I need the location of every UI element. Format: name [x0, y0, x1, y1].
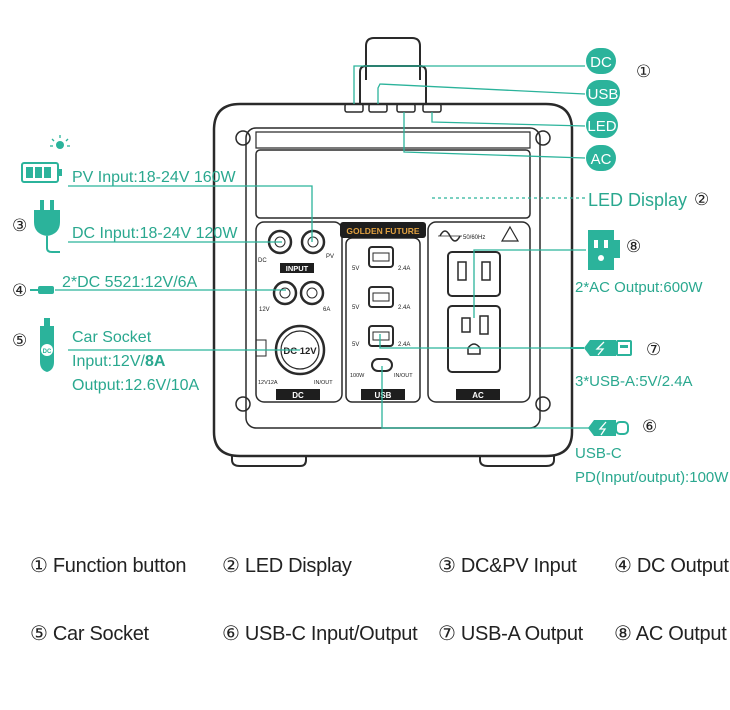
- marker-6: ⑥: [642, 417, 657, 436]
- marker-1: ①: [636, 62, 651, 81]
- marker-2: ②: [694, 190, 709, 209]
- car-charger-icon-label: DC: [43, 349, 52, 355]
- dc-in-out-label: IN/OUT: [314, 380, 333, 386]
- brand-logo: GOLDEN FUTURE: [346, 226, 420, 236]
- usb-a-cable-icon: [570, 340, 632, 356]
- marker-5: ⑤: [12, 331, 27, 350]
- car-port-label: DC 12V: [283, 346, 317, 357]
- callout-labels: PV Input:18-24V 160W DC Input:18-24V 120…: [62, 169, 729, 486]
- car-socket-title: Car Socket: [72, 329, 152, 346]
- usb-24a-label-3: 2.4A: [398, 342, 410, 348]
- dc-section-label: DC: [292, 391, 304, 400]
- dc-adapter-icon: [34, 200, 60, 253]
- hz-label: 50/60Hz: [463, 235, 485, 241]
- usb-100w-label: 100W: [350, 373, 365, 379]
- pv-input-label: PV Input:18-24V 160W: [72, 169, 237, 186]
- usb-c-cable-icon: [588, 420, 629, 436]
- legend-item-usb-c: ⑥ USB-C Input/Output: [222, 623, 418, 645]
- carry-handle: [359, 37, 427, 104]
- dc-pill-label: DC: [590, 54, 612, 71]
- callout-pills: DC USB LED AC: [586, 48, 620, 171]
- led-pill-label: LED: [587, 118, 616, 135]
- ac-panel: 50/60Hz AC: [427, 221, 531, 403]
- usb-in-out-label: IN/OUT: [394, 373, 413, 379]
- usb-5v-label-3: 5V: [352, 342, 359, 348]
- pv-port-label: PV: [326, 254, 334, 260]
- number-markers: ① ② ③ ④ ⑤ ⑥ ⑦ ⑧: [12, 62, 709, 436]
- input-section-label: INPUT: [286, 264, 309, 273]
- marker-7: ⑦: [646, 340, 661, 359]
- led-function-button[interactable]: [396, 103, 416, 113]
- marker-4: ④: [12, 281, 27, 300]
- usb-5v-label-1: 5V: [352, 266, 359, 272]
- usb-section-label: USB: [375, 391, 392, 400]
- device-body: [212, 102, 574, 467]
- usb-a-label: 3*USB-A:5V/2.4A: [575, 373, 693, 390]
- usb-24a-label-1: 2.4A: [398, 266, 410, 272]
- legend-item-car-socket: ⑤ Car Socket: [30, 623, 149, 645]
- ac-pill-label: AC: [591, 151, 612, 168]
- power-station-diagram: DC PV INPUT 12V 6A DC 12V 12V12A IN/OUT …: [12, 37, 729, 486]
- solar-battery-icon: [21, 135, 70, 183]
- marker-8: ⑧: [626, 237, 641, 256]
- 6a-label: 6A: [323, 307, 330, 313]
- legend-item-dc-output: ④ DC Output: [614, 555, 729, 577]
- car-socket-input: Input:12V/8A: [72, 353, 166, 370]
- ac-outlet-icon: [588, 230, 620, 270]
- usb-24a-label-2: 2.4A: [398, 305, 410, 311]
- legend-item-usb-a: ⑦ USB-A Output: [438, 623, 583, 645]
- ac-output-label: 2*AC Output:600W: [575, 279, 703, 296]
- dc-plug-icon: [30, 286, 54, 294]
- legend-item-function-button: ① Function button: [30, 555, 187, 577]
- led-display-label: LED Display: [588, 190, 687, 210]
- dc-input-label: DC Input:18-24V 120W: [72, 225, 238, 242]
- legend-item-led-display: ② LED Display: [222, 555, 352, 577]
- usb-5v-label-2: 5V: [352, 305, 359, 311]
- dc-port-label: DC: [258, 258, 267, 264]
- car-socket-output: Output:12.6V/10A: [72, 377, 200, 394]
- marker-3: ③: [12, 216, 27, 235]
- dc-panel: DC PV INPUT 12V 6A DC 12V 12V12A IN/OUT …: [255, 221, 343, 403]
- 12v-label: 12V: [259, 307, 270, 313]
- legend-item-ac-output: ⑧ AC Output: [614, 623, 727, 645]
- legend: ① Function button ② LED Display ③ DC&PV …: [0, 540, 730, 670]
- legend-item-dc-pv-input: ③ DC&PV Input: [438, 555, 577, 577]
- usb-panel: GOLDEN FUTURE 5V 2.4A 5V 2.4A 5V 2.4A 10…: [340, 222, 426, 403]
- leader-lines: [55, 65, 590, 429]
- 12v12a-label: 12V12A: [258, 380, 278, 386]
- usb-c-label-2: PD(Input/output):100W: [575, 469, 729, 486]
- car-charger-icon: DC: [40, 318, 54, 372]
- warning-icon: [500, 225, 520, 242]
- dc5521-label: 2*DC 5521:12V/6A: [62, 274, 198, 291]
- usb-pill-label: USB: [588, 86, 619, 103]
- ac-section-label: AC: [472, 391, 484, 400]
- usb-c-label-1: USB-C: [575, 445, 622, 462]
